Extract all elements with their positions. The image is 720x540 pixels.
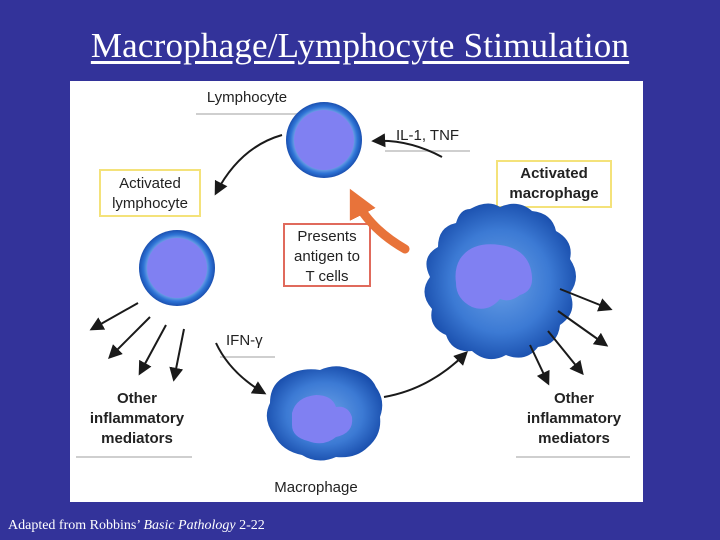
activated-macrophage-line1: Activated	[520, 165, 588, 182]
lymphocyte-to-activated-arrow	[214, 134, 283, 196]
slide-title: Macrophage/Lymphocyte Stimulation	[90, 26, 630, 65]
left-mediators-label: Other inflammatory mediators	[76, 390, 192, 458]
right-mediator-arrows	[529, 288, 613, 386]
source-caption: Adapted from Robbins’ Basic Pathology 2-…	[8, 518, 265, 534]
left-mediators-line3: mediators	[101, 430, 173, 447]
macrophage-activation-arrow	[383, 351, 468, 398]
antigen-presentation-arrow	[349, 188, 410, 254]
figure-panel: Lymphocyte IL-1, TNF Activated macrophag…	[70, 81, 643, 502]
activated-macrophage-box: Activated macrophage	[496, 160, 612, 208]
caption-book-title: Basic Pathology	[143, 518, 236, 533]
activated-lymphocyte-cell	[139, 230, 215, 306]
left-mediator-arrows	[89, 302, 185, 382]
presents-line2: antigen to	[294, 248, 360, 265]
caption-prefix: Adapted from Robbins’	[8, 518, 144, 533]
cell-cycle-diagram: Lymphocyte IL-1, TNF Activated macrophag…	[76, 89, 630, 496]
activated-macrophage-line2: macrophage	[509, 185, 598, 202]
macrophage-label: Macrophage	[274, 479, 357, 496]
right-mediators-line2: inflammatory	[527, 410, 622, 427]
activated-macrophage-cell	[424, 203, 576, 360]
caption-figure-number: 2-22	[239, 518, 265, 533]
presents-antigen-box: Presents antigen to T cells	[283, 223, 371, 287]
left-mediators-line1: Other	[117, 390, 157, 407]
lymphocyte-label: Lymphocyte	[207, 89, 287, 106]
macrophage-cell	[266, 366, 383, 461]
ifn-gamma-label: IFN-γ	[226, 332, 263, 349]
activated-lymphocyte-line1: Activated	[119, 175, 181, 192]
lymphocyte-cell	[286, 102, 362, 178]
activated-lymphocyte-box: Activated lymphocyte	[99, 169, 201, 217]
activated-lymphocyte-line2: lymphocyte	[112, 195, 188, 212]
presents-line3: T cells	[305, 268, 348, 285]
presents-line1: Presents	[297, 228, 356, 245]
il1-tnf-arrow	[371, 133, 443, 158]
right-mediators-line1: Other	[554, 390, 594, 407]
il1-tnf-label: IL-1, TNF	[396, 127, 459, 144]
right-mediators-label: Other inflammatory mediators	[516, 390, 630, 458]
right-mediators-line3: mediators	[538, 430, 610, 447]
left-mediators-line2: inflammatory	[90, 410, 185, 427]
ifn-gamma-arrow	[215, 342, 267, 395]
